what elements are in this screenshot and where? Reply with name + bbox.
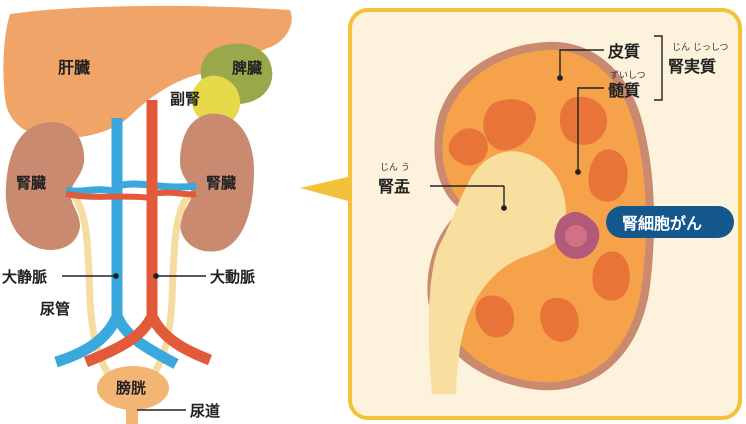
bladder-shape [97, 366, 169, 410]
liver-label: 肝臓 [58, 58, 90, 77]
vena-cava-label: 大静脈 [2, 268, 47, 286]
cortex-label: 皮質 [607, 42, 640, 61]
parenchyma-label: 腎実質 [668, 57, 716, 76]
vena-cava-shape [54, 118, 197, 369]
callout-pointer [300, 176, 352, 202]
cancer-badge-label: 腎細胞がん [622, 214, 702, 233]
left-kidney-shape [5, 122, 85, 250]
spleen-label: 脾臓 [232, 59, 262, 77]
aorta-shape [65, 100, 212, 368]
aorta-label: 大動脈 [210, 268, 255, 286]
right-kidney-label: 腎臓 [206, 174, 236, 192]
tumor-core [565, 225, 587, 247]
renal-pelvis-shape [428, 151, 566, 394]
pelvis-label: 腎盂 [378, 177, 410, 196]
medulla-label: 髄質 [608, 81, 640, 100]
bladder-label: 膀胱 [116, 379, 146, 397]
liver-shape [3, 5, 292, 139]
left-leader-lines [62, 273, 206, 411]
ureter-label: 尿管 [40, 300, 70, 318]
urethra-label: 尿道 [190, 402, 220, 420]
right-leader-lines [430, 35, 663, 211]
left-kidney-label: 腎臓 [16, 174, 46, 192]
pelvis-ruby: じん う [380, 162, 410, 173]
ureter-lines [70, 192, 192, 388]
adrenal-gland-shape [191, 75, 241, 126]
medullary-pyramids [448, 96, 630, 342]
adrenal-label: 副腎 [170, 90, 200, 108]
parenchyma-ruby: じん じっしつ [672, 42, 728, 53]
cancer-badge [606, 206, 734, 238]
right-kidney-shape [180, 113, 254, 252]
medulla-ruby: ずいしつ [610, 70, 645, 81]
